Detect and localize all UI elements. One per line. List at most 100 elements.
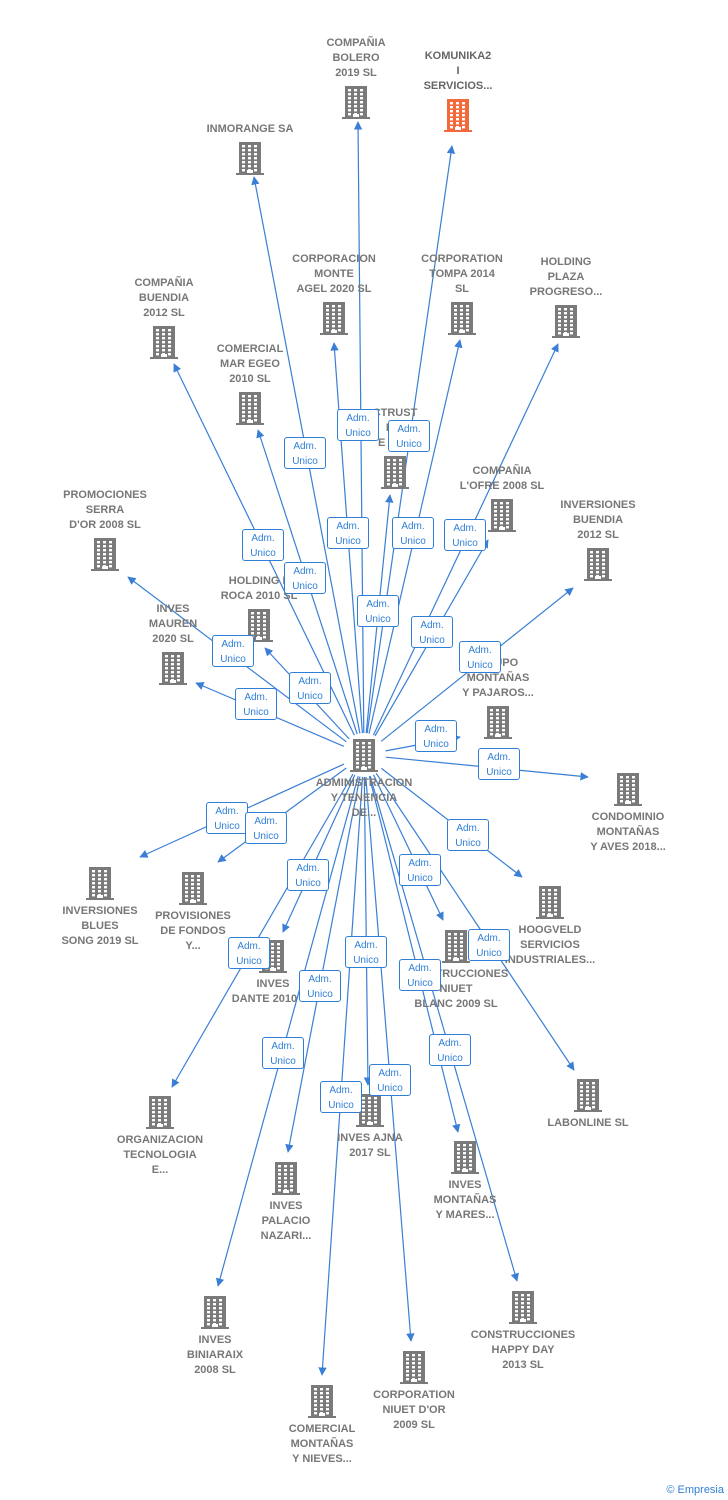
- company-node[interactable]: CORPORATION TOMPA 2014 SL: [402, 252, 522, 335]
- ownership-edge: [363, 776, 373, 1086]
- building-icon: [236, 142, 264, 175]
- building-icon: [509, 1291, 537, 1324]
- company-node[interactable]: INVES PALACIO NAZARI...: [226, 1161, 346, 1244]
- company-node[interactable]: ORGANIZACION TECNOLOGIA E...: [100, 1095, 220, 1178]
- company-node[interactable]: PROVISIONES DE FONDOS Y...: [133, 871, 253, 954]
- company-name: HOLDING PLAZA PROGRESO...: [529, 256, 603, 298]
- adm-unico-badge: Adm. Unico: [245, 812, 287, 844]
- company-node[interactable]: CORPORACION MONTE AGEL 2020 SL: [274, 252, 394, 335]
- building-icon: [86, 867, 114, 900]
- company-node[interactable]: COMPAÑIA BOLERO 2019 SL: [296, 36, 416, 119]
- company-name: COMPAÑIA BUENDIA 2012 SL: [134, 277, 194, 319]
- company-node[interactable]: INVES AJNA 2017 SL: [310, 1093, 430, 1161]
- adm-unico-badge: Adm. Unico: [399, 959, 441, 991]
- company-name: INVERSIONES BLUES SONG 2019 SL: [61, 905, 139, 947]
- building-icon: [91, 538, 119, 571]
- adm-unico-badge: Adm. Unico: [320, 1081, 362, 1113]
- building-icon: [488, 499, 516, 532]
- company-name: INMORANGE SA: [206, 123, 294, 135]
- ownership-edge: [285, 776, 361, 1153]
- building-icon: [584, 548, 612, 581]
- company-node[interactable]: COMPAÑIA L'OFRE 2008 SL: [442, 464, 562, 532]
- company-node[interactable]: PROMOCIONES SERRA D'OR 2008 SL: [45, 488, 165, 571]
- company-node[interactable]: COMERCIAL MAR EGEO 2010 SL: [190, 342, 310, 425]
- company-node[interactable]: CONSTRUCCIONES HAPPY DAY 2013 SL: [463, 1290, 583, 1373]
- company-name: PROVISIONES DE FONDOS Y...: [155, 910, 231, 952]
- company-name: KOMUNIKA2 I SERVICIOS...: [423, 50, 493, 92]
- adm-unico-badge: Adm. Unico: [262, 1037, 304, 1069]
- company-node[interactable]: COMERCIAL MONTAÑAS Y NIEVES...: [262, 1384, 382, 1467]
- adm-unico-badge: Adm. Unico: [299, 970, 341, 1002]
- adm-unico-badge: Adm. Unico: [235, 688, 277, 720]
- building-icon: [159, 652, 187, 685]
- company-node[interactable]: CONDOMINIO MONTAÑAS Y AVES 2018...: [568, 772, 688, 855]
- company-node[interactable]: LABONLINE SL: [528, 1078, 648, 1131]
- building-icon: [356, 1094, 384, 1127]
- ownership-edge: [282, 774, 356, 933]
- company-node[interactable]: HOLDING PLAZA PROGRESO...: [506, 255, 626, 338]
- adm-unico-badge: Adm. Unico: [411, 616, 453, 648]
- adm-unico-badge: Adm. Unico: [345, 936, 387, 968]
- building-icon: [448, 302, 476, 335]
- adm-unico-badge: Adm. Unico: [327, 517, 369, 549]
- company-name: CONDOMINIO MONTAÑAS Y AVES 2018...: [590, 811, 666, 853]
- company-name: INVERSIONES BUENDIA 2012 SL: [560, 499, 636, 541]
- building-icon: [536, 886, 564, 919]
- building-icon: [308, 1385, 336, 1418]
- building-icon: [552, 305, 580, 338]
- ownership-edge: [369, 775, 519, 1282]
- company-name: INVES BINIARAIX 2008 SL: [186, 1334, 244, 1376]
- ownership-edge: [318, 776, 364, 1376]
- building-icon: [444, 99, 472, 132]
- adm-unico-badge: Adm. Unico: [478, 748, 520, 780]
- ownership-edge: [372, 774, 444, 921]
- building-icon: [342, 86, 370, 119]
- company-node[interactable]: HOLDING L ROCA 2010 SL: [199, 574, 319, 642]
- company-node[interactable]: HOOGVELD SERVICIOS INDUSTRIALES...: [490, 885, 610, 968]
- company-name: INVES MAUREN 2020 SL: [148, 603, 198, 645]
- adm-unico-badge: Adm. Unico: [284, 562, 326, 594]
- building-icon: [451, 1141, 479, 1174]
- footer-copyright: © Empresia: [666, 1484, 724, 1496]
- adm-unico-badge: Adm. Unico: [206, 802, 248, 834]
- company-name: ADMINISTRACION Y TENENCIA DE...: [315, 777, 413, 819]
- adm-unico-badge: Adm. Unico: [392, 517, 434, 549]
- building-icon: [614, 773, 642, 806]
- company-node[interactable]: INVES MONTAÑAS Y MARES...: [405, 1140, 525, 1223]
- adm-unico-badge: Adm. Unico: [228, 937, 270, 969]
- company-node[interactable]: INVERSIONES BUENDIA 2012 SL: [538, 498, 658, 581]
- company-node[interactable]: INMORANGE SA: [190, 122, 310, 175]
- company-name: COMERCIAL MAR EGEO 2010 SL: [216, 343, 284, 385]
- company-node[interactable]: COMPAÑIA BUENDIA 2012 SL: [104, 276, 224, 359]
- company-node[interactable]: CORPORATION NIUET D'OR 2009 SL: [354, 1350, 474, 1433]
- building-icon: [574, 1079, 602, 1112]
- company-node[interactable]: INVERSIONES BLUES SONG 2019 SL: [40, 866, 160, 949]
- adm-unico-badge: Adm. Unico: [369, 1064, 411, 1096]
- building-icon: [484, 706, 512, 739]
- adm-unico-badge: Adm. Unico: [388, 420, 430, 452]
- center-company-node[interactable]: ADMINISTRACION Y TENENCIA DE...: [304, 738, 424, 821]
- company-node[interactable]: KOMUNIKA2 I SERVICIOS...: [398, 49, 518, 132]
- ownership-edge: [365, 776, 415, 1342]
- ownership-edge: [368, 776, 461, 1133]
- building-icon: [272, 1162, 300, 1195]
- company-name: CORPORACION MONTE AGEL 2020 SL: [292, 253, 376, 295]
- building-icon: [400, 1351, 428, 1384]
- adm-unico-badge: Adm. Unico: [468, 929, 510, 961]
- company-name: CORPORATION TOMPA 2014 SL: [421, 253, 503, 295]
- company-name: ORGANIZACION TECNOLOGIA E...: [116, 1134, 204, 1176]
- company-name: CORPORATION NIUET D'OR 2009 SL: [373, 1389, 455, 1431]
- ownership-edge: [215, 776, 359, 1287]
- adm-unico-badge: Adm. Unico: [447, 819, 489, 851]
- company-node[interactable]: INVES MAUREN 2020 SL: [113, 602, 233, 685]
- company-name: HOOGVELD SERVICIOS INDUSTRIALES...: [504, 924, 596, 966]
- building-icon: [201, 1296, 229, 1329]
- building-icon: [150, 326, 178, 359]
- company-name: INVES AJNA 2017 SL: [337, 1132, 403, 1159]
- adm-unico-badge: Adm. Unico: [289, 672, 331, 704]
- building-icon: [146, 1096, 174, 1129]
- adm-unico-badge: Adm. Unico: [415, 720, 457, 752]
- building-icon: [320, 302, 348, 335]
- company-node[interactable]: INVES BINIARAIX 2008 SL: [155, 1295, 275, 1378]
- company-name: INVES PALACIO NAZARI...: [260, 1200, 312, 1242]
